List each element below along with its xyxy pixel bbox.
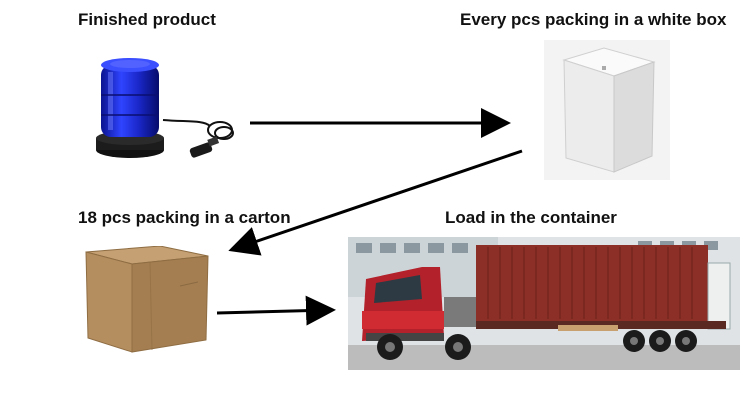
step-label-carton: 18 pcs packing in a carton <box>78 208 291 227</box>
white-box-icon <box>544 40 670 180</box>
step-label-container: Load in the container <box>445 208 617 227</box>
step-label-white-box: Every pcs packing in a white box <box>460 10 727 29</box>
blue-beacon-light-icon <box>96 58 234 158</box>
step-label-finished-product: Finished product <box>78 10 216 29</box>
container-truck-icon <box>348 237 740 370</box>
cardboard-carton-icon <box>85 246 209 353</box>
arrow-carton-to-container <box>216 295 336 326</box>
arrow-whitebox-to-carton <box>228 149 523 256</box>
